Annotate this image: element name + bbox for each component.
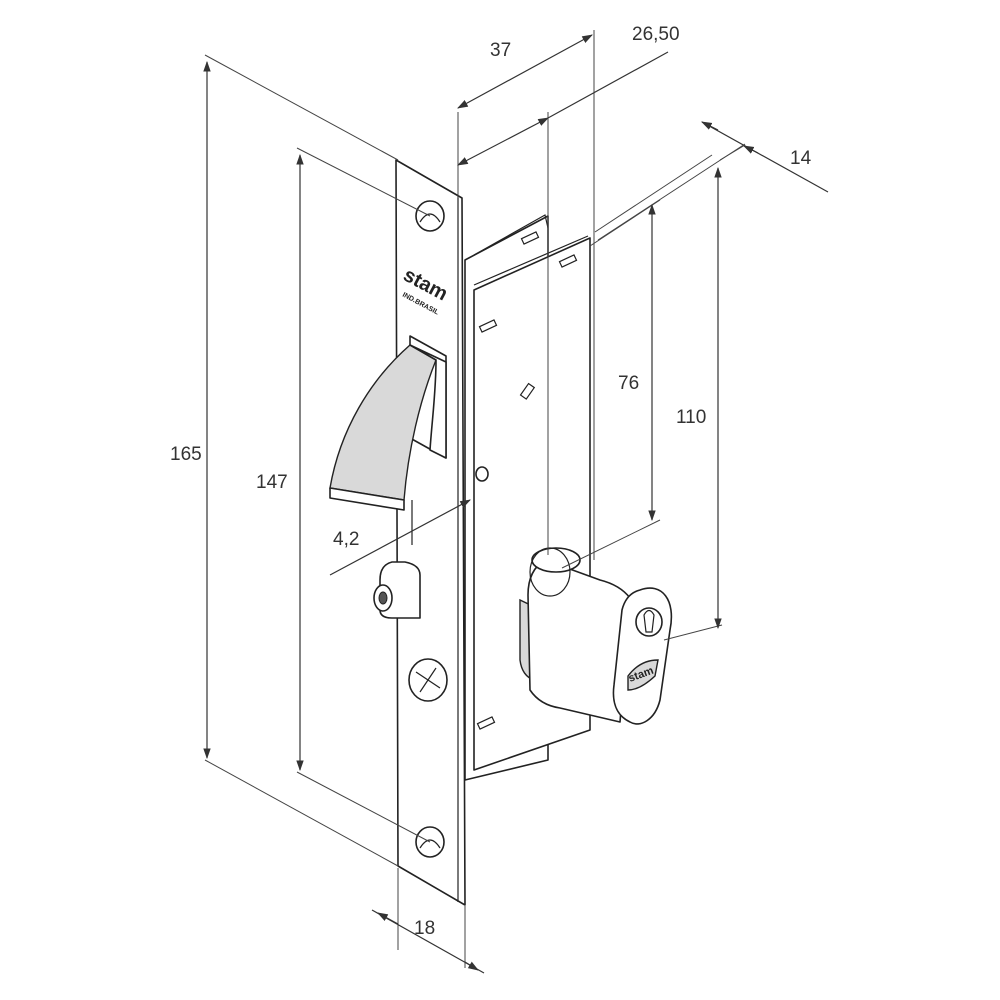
case-slot bbox=[478, 319, 498, 333]
dimension-label-18: 18 bbox=[414, 918, 435, 939]
dimension-cylinder-center: 76 bbox=[561, 199, 661, 569]
dimension-cylinder-bottom: 110 bbox=[663, 144, 746, 641]
case-slot bbox=[476, 716, 496, 730]
dimension-latch-offset: 4,2 bbox=[329, 499, 471, 576]
dimension-label-26-50: 26,50 bbox=[632, 24, 680, 45]
dimension-label-37: 37 bbox=[490, 40, 511, 61]
dimension-label-165: 165 bbox=[170, 444, 202, 465]
case-slot bbox=[520, 231, 540, 245]
faceplate: stam IND.BRASIL bbox=[395, 159, 466, 906]
dimension-screw-spacing: 147 bbox=[256, 147, 431, 843]
dimension-overall-height: 165 bbox=[170, 54, 399, 867]
dimension-cylinder-projection: 14 bbox=[594, 121, 829, 241]
phillips-screw-icon bbox=[408, 658, 448, 702]
cylinder: stam bbox=[519, 547, 673, 725]
dimension-backset: 37 bbox=[457, 30, 595, 560]
dimension-label-4-2: 4,2 bbox=[333, 529, 359, 550]
dimension-faceplate-width: 18 bbox=[371, 868, 485, 974]
dimension-label-110: 110 bbox=[676, 407, 706, 428]
dimension-label-14: 14 bbox=[790, 148, 812, 169]
plunger bbox=[373, 561, 421, 619]
dimension-body-depth: 26,50 bbox=[457, 24, 680, 555]
rivet bbox=[475, 466, 489, 482]
latch-bolt bbox=[329, 344, 447, 545]
dimension-label-76: 76 bbox=[618, 373, 639, 394]
keyhole-icon bbox=[635, 607, 663, 637]
case-slot bbox=[519, 382, 536, 400]
case-slot bbox=[558, 254, 578, 268]
dimension-label-147: 147 bbox=[256, 472, 288, 493]
